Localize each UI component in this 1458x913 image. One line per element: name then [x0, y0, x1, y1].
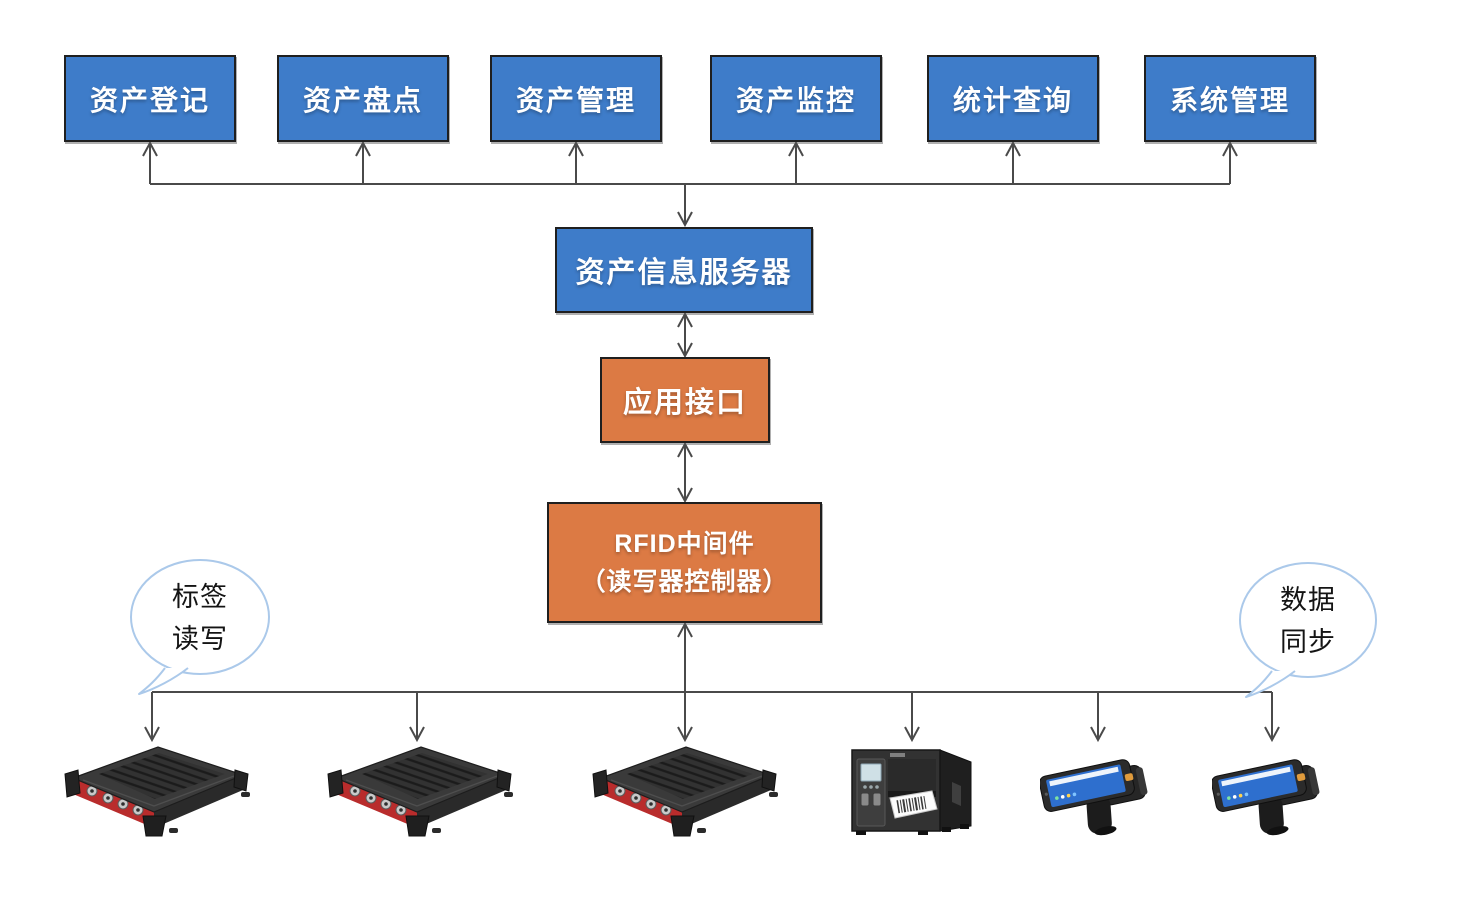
middleware-line2: （读写器控制器）: [580, 567, 789, 596]
node-system-management: 系统管理: [1144, 55, 1316, 142]
bubble-data-sync: 数据 同步: [1238, 579, 1378, 663]
middleware-line1: RFID中间件: [614, 529, 755, 558]
barcode-label-printer-icon: [840, 736, 990, 849]
node-rfid-middleware: RFID中间件 （读写器控制器）: [547, 502, 822, 623]
node-application-interface: 应用接口: [600, 357, 770, 443]
handheld-rfid-terminal-icon: [1038, 740, 1160, 845]
fixed-rfid-reader-icon: [57, 740, 252, 857]
handheld-rfid-terminal-icon: [1210, 740, 1332, 845]
node-asset-management: 资产管理: [490, 55, 662, 142]
bubble-right-line2: 同步: [1280, 627, 1336, 657]
speech-bubble-right: [1239, 562, 1377, 698]
middle-links: [677, 311, 693, 504]
node-asset-inventory: 资产盘点: [277, 55, 449, 142]
bubble-right-line1: 数据: [1280, 585, 1336, 615]
node-statistics-query: 统计查询: [927, 55, 1099, 142]
node-asset-registration: 资产登记: [64, 55, 236, 142]
bubble-left-line2: 读写: [172, 624, 228, 654]
fixed-rfid-reader-icon: [320, 740, 515, 857]
bottom-bus: [144, 621, 1280, 743]
node-asset-monitoring: 资产监控: [710, 55, 882, 142]
node-asset-info-server: 资产信息服务器: [555, 227, 813, 313]
speech-bubble-left: [130, 559, 270, 695]
bubble-tag-readwrite: 标签 读写: [130, 576, 270, 660]
bubble-left-line1: 标签: [172, 582, 228, 612]
top-bus: [142, 140, 1238, 228]
fixed-rfid-reader-icon: [585, 740, 780, 857]
